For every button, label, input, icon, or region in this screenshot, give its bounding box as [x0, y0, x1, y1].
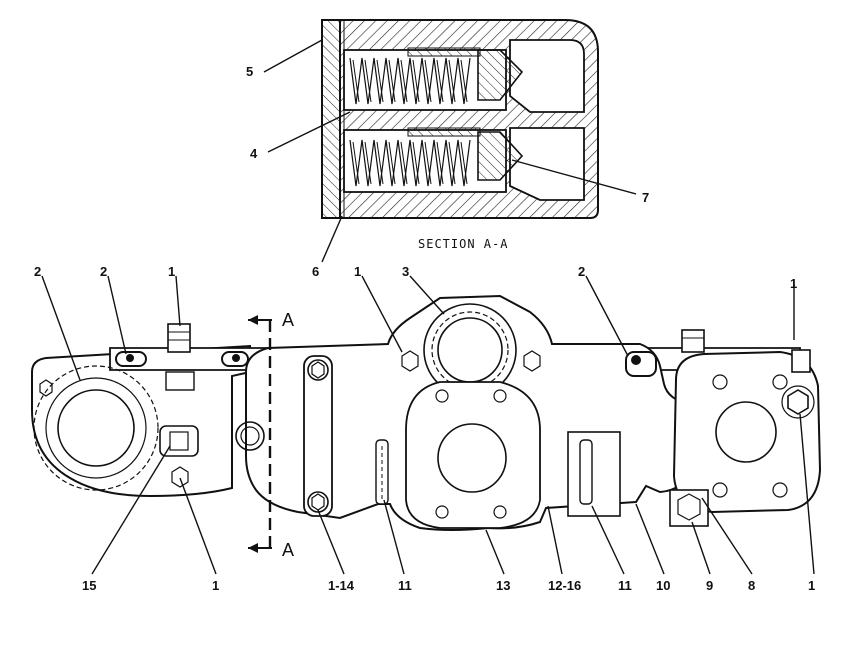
callout-2-seal: 2 — [100, 264, 107, 279]
section-marker-bottom: A — [282, 540, 294, 560]
valve-part-7 — [407, 47, 524, 181]
spring-lower — [349, 139, 471, 187]
callout-13: 13 — [496, 578, 510, 593]
callout-6: 6 — [312, 264, 319, 279]
callout-15: 15 — [82, 578, 96, 593]
callout-1-14: 1-14 — [328, 578, 355, 593]
seal-part-2 — [115, 351, 657, 377]
callout-3: 3 — [402, 264, 409, 279]
callout-12-16: 12-16 — [548, 578, 581, 593]
callout-1-top-right: 1 — [790, 276, 797, 291]
callout-11-left: 11 — [398, 578, 412, 593]
callout-2-left: 2 — [34, 264, 41, 279]
callout-8: 8 — [748, 578, 755, 593]
callout-4: 4 — [250, 146, 258, 161]
callout-1-bottom: 1 — [212, 578, 219, 593]
callout-2-right: 2 — [578, 264, 585, 279]
section-marker-top: A — [282, 310, 294, 330]
section-view: 5 4 6 7 SECTION A-A — [246, 19, 649, 279]
callout-1-fitting: 1 — [168, 264, 175, 279]
section-line-a: A A — [248, 310, 294, 560]
callout-9: 9 — [706, 578, 713, 593]
callout-1-bottom-right: 1 — [808, 578, 815, 593]
section-caption: SECTION A-A — [418, 237, 508, 251]
spring-part-4 — [349, 57, 471, 105]
callout-10: 10 — [656, 578, 670, 593]
callout-7: 7 — [642, 190, 649, 205]
callout-5: 5 — [246, 64, 253, 79]
callout-1-bolt: 1 — [354, 264, 361, 279]
manifold-assembly: A A 2 2 1 1 3 2 1 15 1 1-14 11 13 — [31, 264, 822, 593]
callout-11-right: 11 — [618, 578, 632, 593]
fitting-part-1 — [165, 323, 811, 391]
plate-part-5 — [321, 19, 341, 219]
